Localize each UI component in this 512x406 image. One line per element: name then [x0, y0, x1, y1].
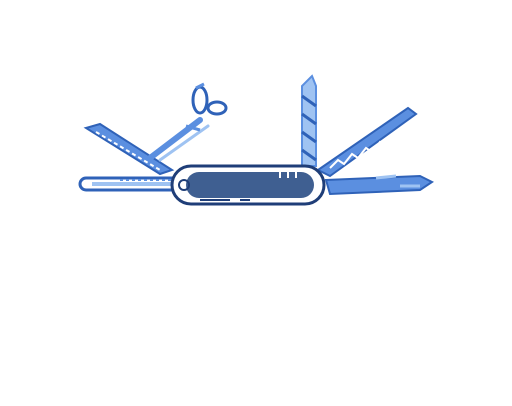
angled-blade-left-icon — [83, 122, 175, 176]
scissors-icon — [147, 82, 228, 162]
saw-blade-icon — [316, 106, 418, 178]
bottle-opener-icon — [324, 174, 434, 196]
corkscrew-icon — [301, 74, 317, 167]
knife-handle — [170, 164, 326, 206]
